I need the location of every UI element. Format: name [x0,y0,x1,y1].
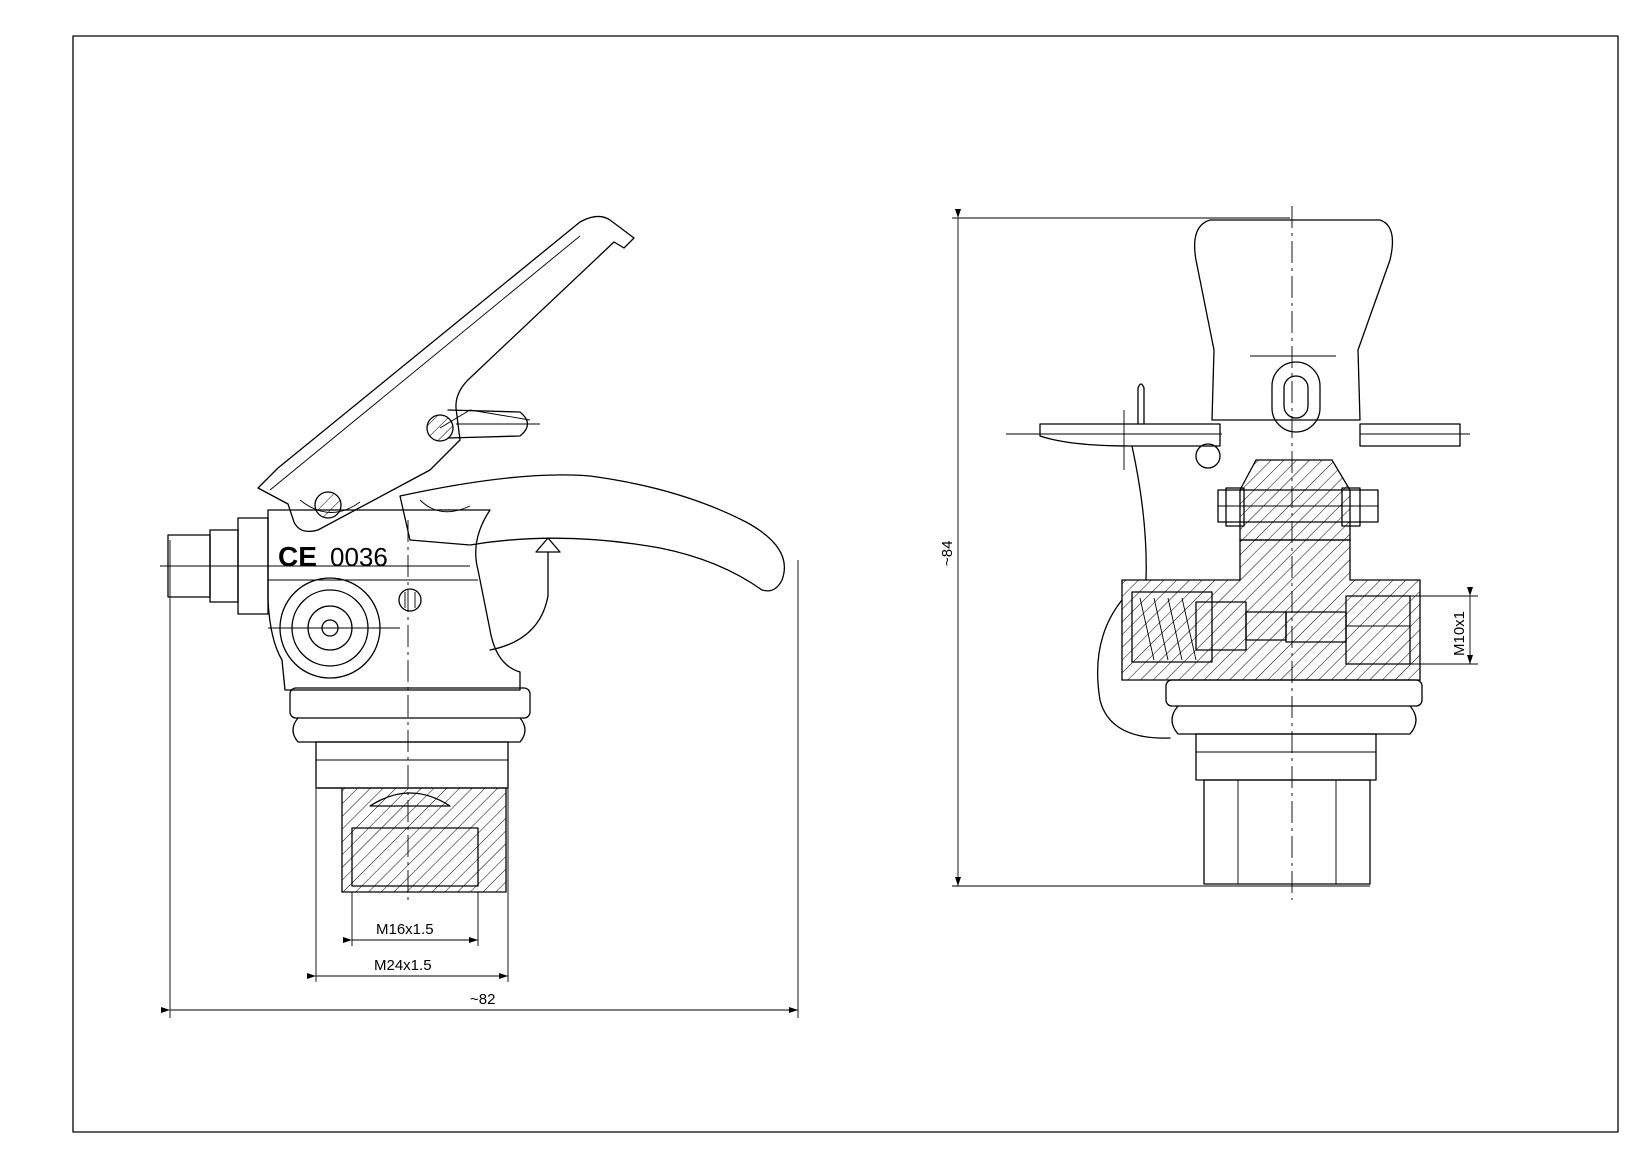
dim-inner-thread: M16x1.5 [343,892,479,946]
svg-text:M16x1.5: M16x1.5 [376,921,434,938]
valve-body [267,509,521,691]
siphon-connection [318,787,507,893]
upper-body-section [1239,459,1351,541]
ce-mark: CE [278,541,317,572]
drawing-frame [72,35,1619,1133]
valve-side-view: CE 0036 M16x1.5 M24x1.5 ~82 [160,215,799,1018]
main-body-section [1121,539,1421,681]
pressure-gauge [268,577,400,679]
safety-pin [314,409,540,519]
dim-overall-height: ~84 [939,209,1370,887]
outlet-thread-bore [1345,595,1411,665]
outlet-nozzle [160,517,470,615]
siphon-nut [1203,779,1371,885]
upper-lever [257,215,635,533]
carrying-handle [399,474,786,592]
dim-side-thread: M10x1 [1410,587,1478,665]
collar [289,687,531,719]
svg-text:M10x1: M10x1 [1451,611,1468,656]
front-lever [1193,219,1394,421]
dim-overall-width: ~82 [161,540,799,1018]
svg-text:~84: ~84 [939,541,956,566]
pi-mark-icon [398,588,422,612]
valve-section-view: ~84 M10x1 [939,206,1478,900]
svg-text:~82: ~82 [470,991,495,1008]
svg-text:M24x1.5: M24x1.5 [374,957,432,974]
notified-body-number: 0036 [330,542,388,572]
dim-outer-thread: M24x1.5 [307,788,509,982]
neck-thread [315,741,509,789]
spring-chamber [1131,591,1287,663]
